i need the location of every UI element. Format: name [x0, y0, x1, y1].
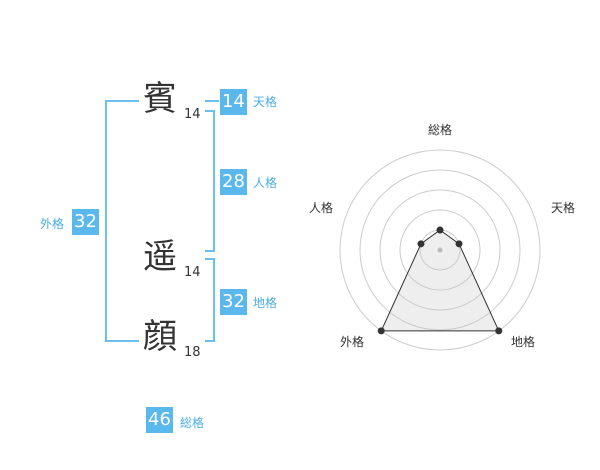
radar-ring: [399, 209, 481, 291]
stroke-count-3: 18: [184, 345, 201, 360]
radar-ring: [379, 189, 501, 311]
radar-point-3: [495, 327, 503, 335]
gaikaku-value: 32: [72, 209, 99, 235]
radar-axis-label-jinkaku: 人格: [309, 201, 334, 215]
soukaku-label: 総格: [180, 416, 205, 430]
name-char-1: 賓: [143, 79, 177, 119]
radar-rings: [339, 149, 541, 351]
chikaku-bracket: [205, 258, 215, 342]
gaikaku-label: 外格: [40, 217, 65, 231]
name-char-2: 遥: [143, 237, 177, 277]
radar-ring: [359, 169, 521, 331]
stroke-count-2: 14: [184, 265, 201, 280]
soukaku-value: 46: [146, 407, 173, 433]
chikaku-label: 地格: [253, 296, 278, 310]
gaikaku-bracket: [105, 100, 139, 342]
stroke-count-1: 14: [184, 107, 201, 122]
jinkaku-bracket: [205, 110, 215, 252]
radar-shape: [380, 229, 500, 332]
radar-center-dot: [437, 247, 443, 253]
radar-ring: [339, 149, 541, 351]
tenkaku-bracket-tick: [205, 100, 219, 102]
radar-axis-label-tenkaku: 天格: [551, 201, 576, 215]
name-char-3: 顔: [143, 317, 177, 357]
jinkaku-value: 28: [220, 169, 247, 195]
radar-point-4: [377, 327, 385, 335]
radar-axis-label-gaikaku: 外格: [340, 335, 365, 349]
radar-axis-label-soukaku: 総格: [428, 123, 453, 137]
tenkaku-label: 天格: [253, 95, 278, 109]
radar-point-2: [455, 240, 463, 248]
radar-axis-label-chikaku: 地格: [511, 335, 536, 349]
tenkaku-value: 14: [220, 89, 247, 115]
radar-point-5: [417, 240, 425, 248]
radar-points: [377, 226, 503, 335]
chikaku-value: 32: [220, 289, 247, 315]
jinkaku-label: 人格: [253, 176, 278, 190]
radar-point-1: [436, 226, 444, 234]
radar-polygon: [380, 229, 500, 332]
